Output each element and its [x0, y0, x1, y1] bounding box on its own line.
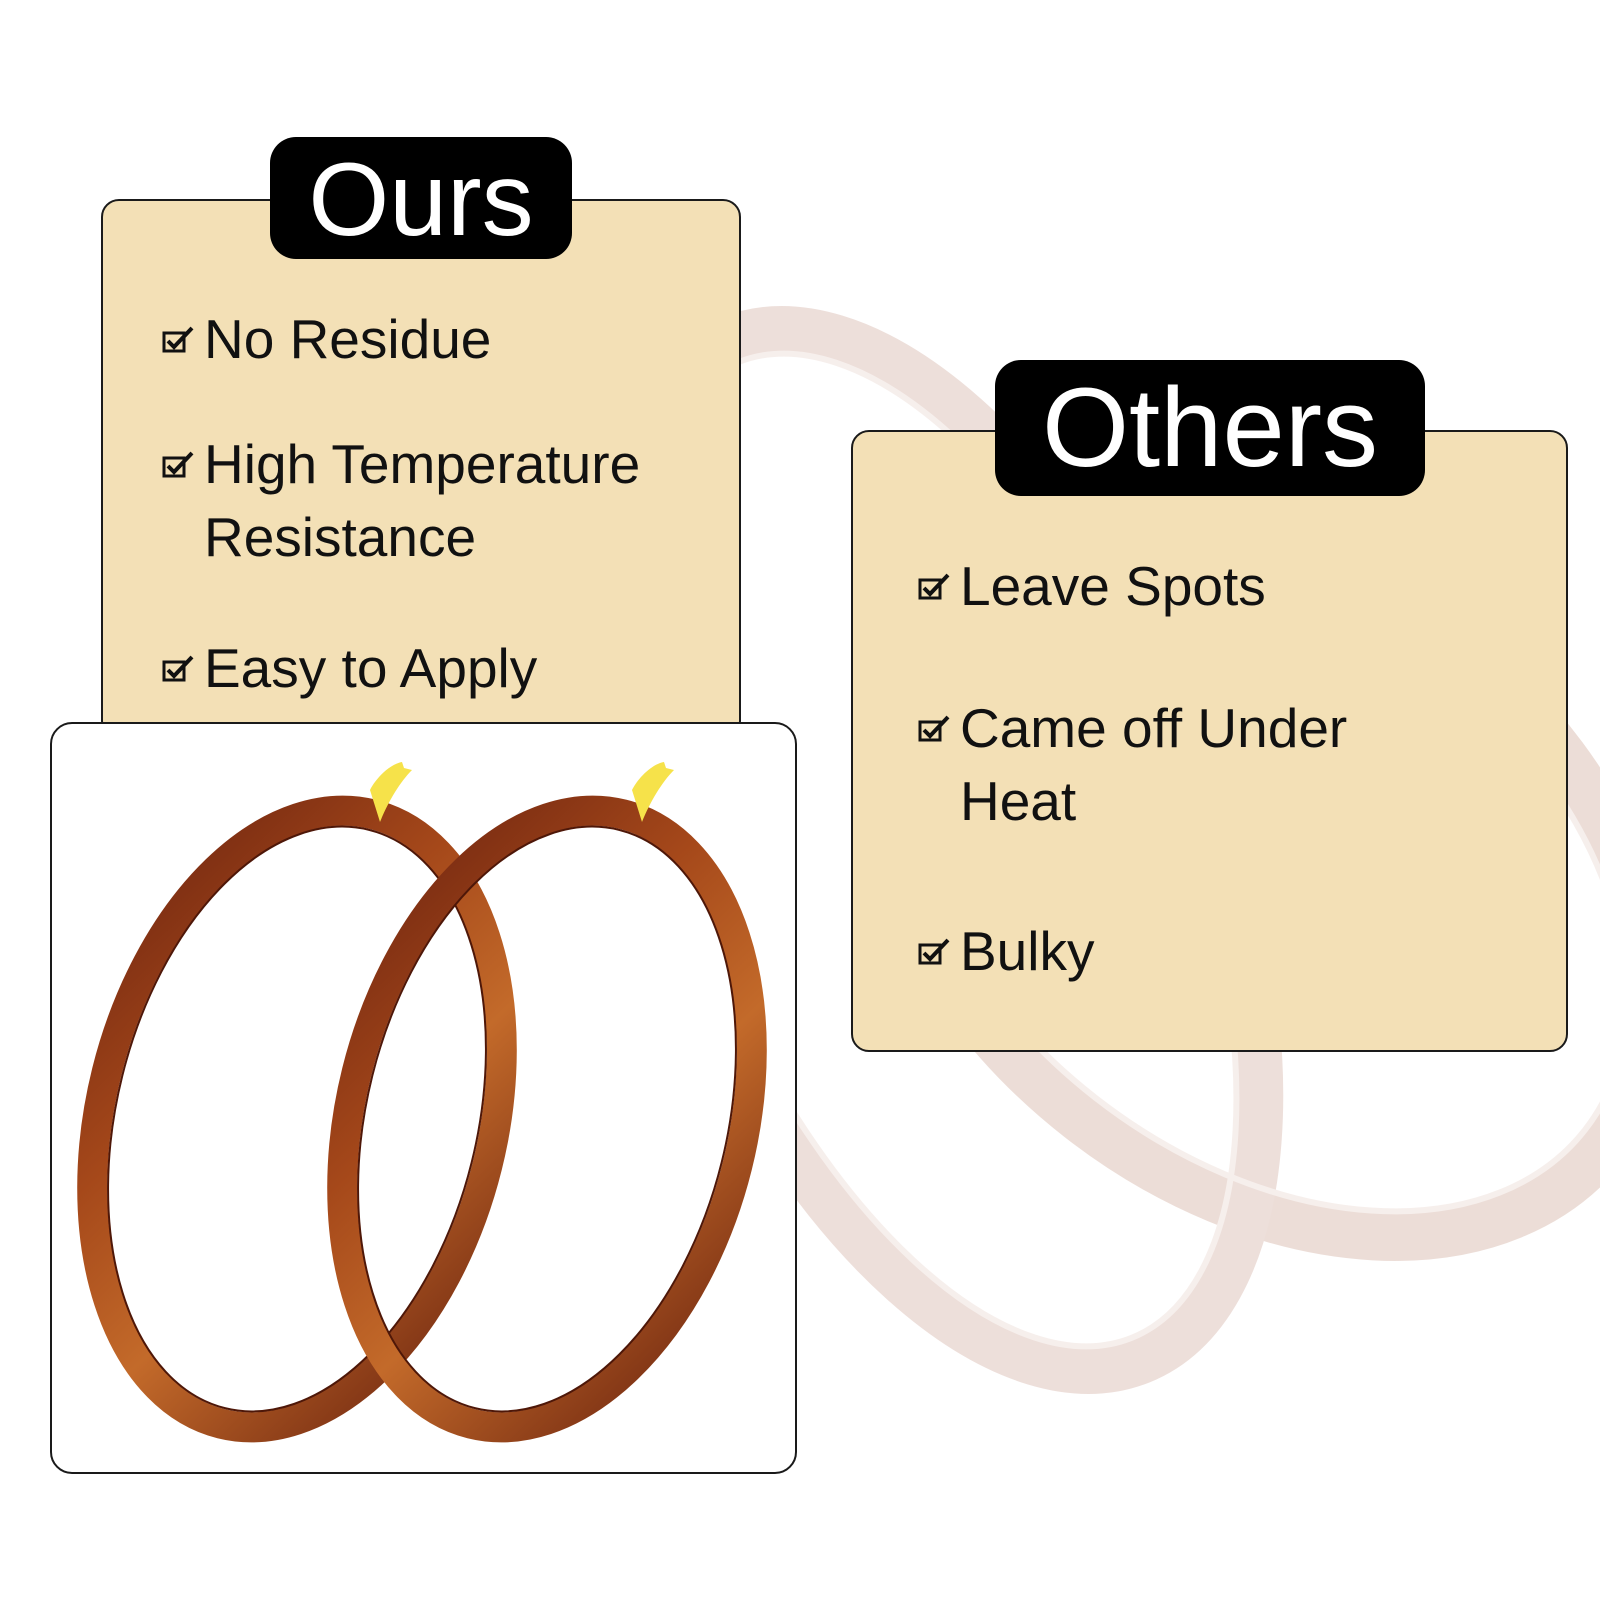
- feature-text: Bulky: [960, 920, 1095, 982]
- others-feature-3: Bulky: [918, 915, 1095, 988]
- checkbox-icon: [162, 655, 194, 682]
- feature-text: No Residue: [204, 308, 492, 370]
- product-photo-frame: [50, 722, 797, 1474]
- others-feature-2: Came off Under Heat: [918, 692, 1348, 838]
- checkbox-icon: [162, 451, 194, 478]
- feature-text: Came off Under: [960, 697, 1348, 759]
- feature-text: Heat: [960, 770, 1077, 832]
- ours-feature-2: High Temperature Resistance: [162, 428, 641, 574]
- tape-roll-right: [327, 762, 767, 1443]
- feature-text: Resistance: [204, 506, 477, 568]
- others-feature-1: Leave Spots: [918, 550, 1266, 623]
- ours-feature-3: Easy to Apply: [162, 632, 538, 705]
- feature-text: Easy to Apply: [204, 637, 538, 699]
- tape-roll-left: [77, 762, 517, 1443]
- ours-label: Ours: [270, 137, 572, 259]
- feature-text: Leave Spots: [960, 555, 1266, 617]
- checkbox-icon: [918, 573, 950, 600]
- checkbox-icon: [918, 715, 950, 742]
- others-label: Others: [995, 360, 1425, 496]
- tape-rolls-image: [77, 762, 767, 1443]
- checkbox-icon: [918, 938, 950, 965]
- checkbox-icon: [162, 326, 194, 353]
- ours-panel: [101, 199, 741, 739]
- ours-feature-1: No Residue: [162, 303, 492, 376]
- feature-text: High Temperature: [204, 433, 641, 495]
